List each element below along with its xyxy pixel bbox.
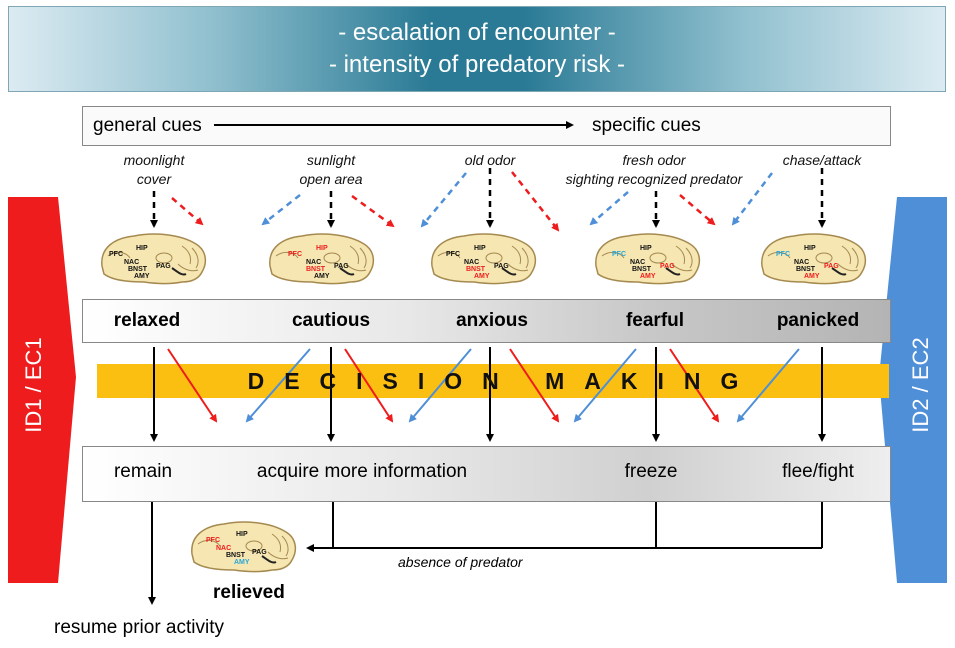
svg-text:PAG: PAG [494,263,509,270]
left-side-arrow [8,197,76,583]
resume-prior-activity-label: resume prior activity [54,617,224,638]
svg-text:NAC: NAC [630,259,645,266]
svg-text:HIP: HIP [804,245,816,252]
svg-text:BNST: BNST [466,266,486,273]
label-bnst: BNST [128,266,148,273]
svg-text:PAG: PAG [824,263,839,270]
cue-old-odor: old odor [464,152,516,168]
svg-text:HIP: HIP [236,531,248,538]
svg-text:BNST: BNST [226,552,246,559]
state-fearful: fearful [625,310,685,331]
svg-text:PFC: PFC [446,251,460,258]
cue-dashed-black-arrows [150,168,826,228]
outcome-flee-fight: flee/fight [782,461,854,482]
state-panicked: panicked [776,310,860,331]
svg-text:AMY: AMY [474,273,490,280]
state-black-arrows [150,347,826,442]
svg-text:PAG: PAG [334,263,349,270]
svg-text:BNST: BNST [306,266,326,273]
svg-text:PAG: PAG [252,549,267,556]
svg-text:PAG: PAG [660,263,675,270]
state-relaxed: relaxed [113,310,181,331]
svg-text:HIP: HIP [474,245,486,252]
brain-relaxed: PFC HIP NAC BNST PAG AMY [100,233,207,285]
brain-panicked: PFC HIP NAC BNST PAG AMY [760,233,867,285]
label-hip: HIP [136,245,148,252]
cue-chase-attack: chase/attack [782,152,862,168]
cue-dashed-red-arrows [171,171,716,232]
cue-bar-end-label: specific cues [592,115,701,136]
state-red-arrows [167,348,720,423]
relief-loop-lines [148,502,823,605]
state-cautious: cautious [291,310,371,331]
cue-dashed-blue-arrows [261,172,773,228]
svg-text:PFC: PFC [206,537,220,544]
svg-text:BNST: BNST [632,266,652,273]
svg-text:AMY: AMY [314,273,330,280]
label-pag: PAG [156,263,171,270]
decision-making-bar [97,364,889,398]
brain-fearful: PFC HIP NAC BNST PAG AMY [594,233,701,285]
state-blue-arrows [245,348,800,423]
svg-text:NAC: NAC [464,259,479,266]
brain-cautious: PFC HIP NAC BNST PAG AMY [268,233,375,285]
label-nac: NAC [124,259,139,266]
svg-text:HIP: HIP [640,245,652,252]
outcome-remain: remain [113,461,173,482]
svg-text:AMY: AMY [234,559,250,566]
outcome-acquire-info: acquire more information [256,461,468,482]
svg-text:NAC: NAC [794,259,809,266]
label-amy: AMY [134,273,150,280]
header-banner: - escalation of encounter - - intensity … [8,6,946,92]
brain-anxious: PFC HIP NAC BNST PAG AMY [430,233,537,285]
svg-text:AMY: AMY [804,273,820,280]
absence-of-predator-label: absence of predator [398,554,523,570]
label-pfc: PFC [109,251,123,258]
outcome-freeze: freeze [624,461,678,482]
svg-text:PFC: PFC [776,251,790,258]
decision-making-label: DECISION MAKING [247,368,759,394]
state-anxious: anxious [456,310,528,331]
svg-text:AMY: AMY [640,273,656,280]
outcome-bar [82,446,891,502]
svg-text:NAC: NAC [216,545,231,552]
brain-relieved: PFC HIP NAC BNST PAG AMY [190,521,297,573]
right-side-arrow [879,197,947,583]
state-bar [82,299,891,343]
header-line-1: - escalation of encounter - [338,19,616,46]
relieved-label: relieved [213,582,285,603]
svg-text:PFC: PFC [288,251,302,258]
svg-text:HIP: HIP [316,245,328,252]
svg-text:NAC: NAC [306,259,321,266]
cue-bar-start-label: general cues [93,115,202,136]
header-line-2: - intensity of predatory risk - [328,51,626,78]
svg-text:BNST: BNST [796,266,816,273]
svg-text:PFC: PFC [612,251,626,258]
